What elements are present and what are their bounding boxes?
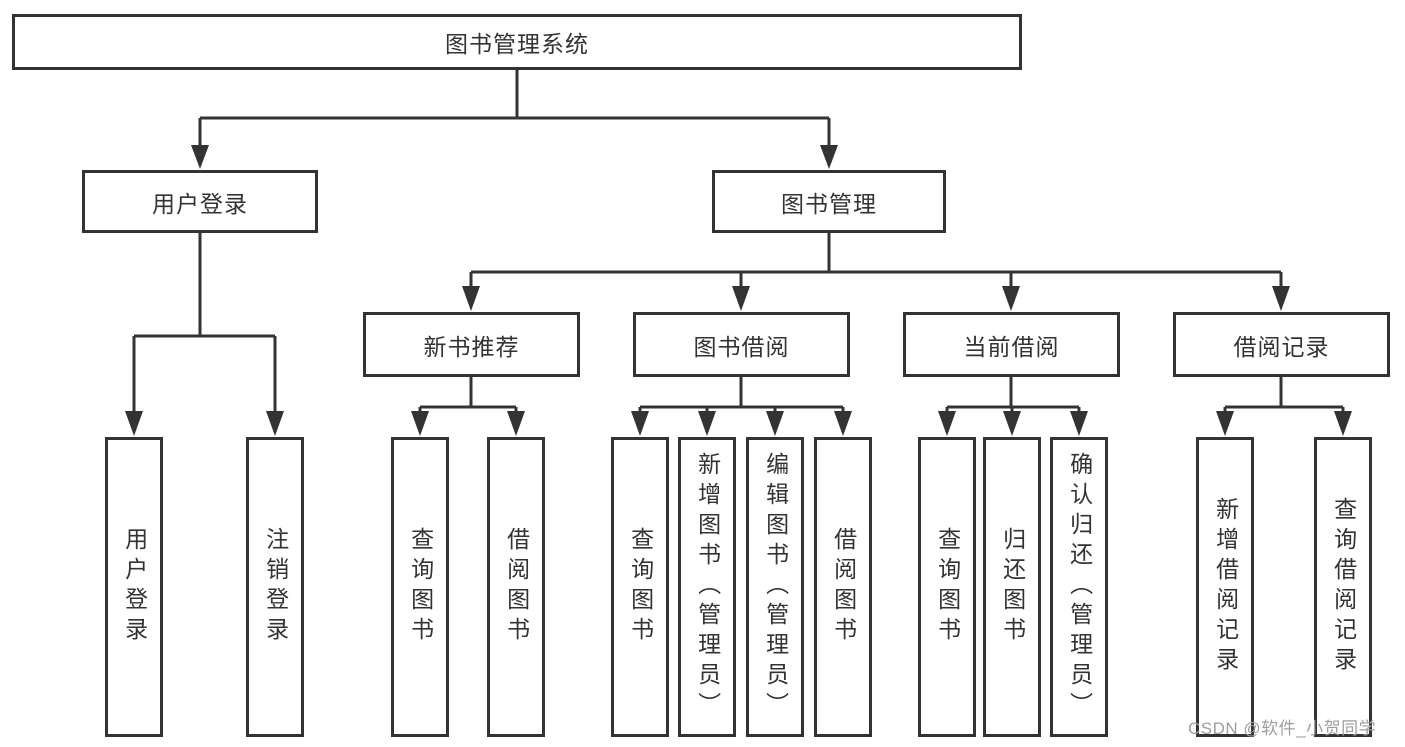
csdn-watermark: CSDN @软件_小贺同学 [1188,719,1377,738]
arrowhead [1070,411,1088,436]
arrowhead [125,411,143,436]
connector-book-management-to-level3 [462,233,1290,311]
leaf-return-book: 归还图书 [983,437,1041,737]
node-user-login: 用户登录 [82,170,318,233]
node-label: 编辑图书（管理员） [762,452,789,722]
arrowhead [820,145,838,169]
connector-line [945,377,1081,415]
connector-borrow-records-to-leaves [1216,377,1352,436]
connector-line [198,70,831,150]
connector-book-borrow-to-leaves [631,377,852,436]
arrowhead [1272,286,1290,311]
arrowhead [834,411,852,436]
node-label: 当前借阅 [963,333,1060,360]
connector-line [418,377,518,415]
node-label: 借阅图书 [503,527,530,647]
arrowhead [507,411,525,436]
node-book-borrow: 图书借阅 [633,312,850,377]
arrowhead [766,411,784,436]
node-label: 查询图书 [627,527,654,647]
arrowhead [698,411,716,436]
node-label: 查询图书 [934,527,961,647]
connector-user-login-to-leaves [125,233,284,436]
leaf-query-borrow-record: 查询借阅记录 [1314,437,1372,737]
node-label: 查询借阅记录 [1330,497,1357,677]
arrowhead [1002,286,1020,311]
leaf-query-books-borrow: 查询图书 [611,437,669,737]
leaf-confirm-return-admin: 确认归还（管理员） [1050,437,1108,737]
arrowhead [631,411,649,436]
node-new-book-recommend: 新书推荐 [363,312,580,377]
connector-line [132,233,277,415]
leaf-add-book-admin: 新增图书（管理员） [678,437,736,737]
arrowhead [411,411,429,436]
arrowhead [938,411,956,436]
node-label: 用户登录 [121,527,148,647]
node-current-borrow: 当前借阅 [903,312,1120,377]
node-label: 归还图书 [999,527,1026,647]
node-label: 注销登录 [262,527,289,647]
arrowhead [266,411,284,436]
leaf-add-borrow-record: 新增借阅记录 [1196,437,1254,737]
arrowhead [191,145,209,169]
node-label: 用户登录 [152,190,248,217]
connector-line [469,233,1283,290]
leaf-borrow-books-recommend: 借阅图书 [487,437,545,737]
node-label: 新增借阅记录 [1212,497,1239,677]
arrowhead [1334,411,1352,436]
arrowhead [732,286,750,311]
node-label: 新书推荐 [423,333,520,360]
node-label: 新增图书（管理员） [694,452,721,722]
node-borrow-records: 借阅记录 [1173,312,1390,377]
leaf-query-books-recommend: 查询图书 [391,437,449,737]
node-label: 图书管理 [781,190,877,217]
leaf-query-books-current: 查询图书 [918,437,976,737]
node-label: 借阅图书 [830,527,857,647]
connector-current-borrow-to-leaves [938,377,1088,436]
arrowhead [1216,411,1234,436]
node-label: 确认归还（管理员） [1066,452,1093,722]
connector-line [1223,377,1345,415]
connector-line [638,377,845,415]
connector-new-book-to-leaves [411,377,525,436]
leaf-borrow-books: 借阅图书 [814,437,872,737]
leaf-edit-book-admin: 编辑图书（管理员） [746,437,804,737]
arrowhead [1003,411,1021,436]
leaf-user-login: 用户登录 [105,437,163,737]
node-book-management: 图书管理 [712,170,946,233]
node-label: 查询图书 [407,527,434,647]
node-root-system: 图书管理系统 [12,14,1022,70]
leaf-logout: 注销登录 [246,437,304,737]
connector-root-to-level2 [191,70,838,169]
node-label: 图书借阅 [693,333,790,360]
node-label: 图书管理系统 [445,31,589,57]
arrowhead [462,286,480,311]
node-label: 借阅记录 [1233,333,1330,360]
